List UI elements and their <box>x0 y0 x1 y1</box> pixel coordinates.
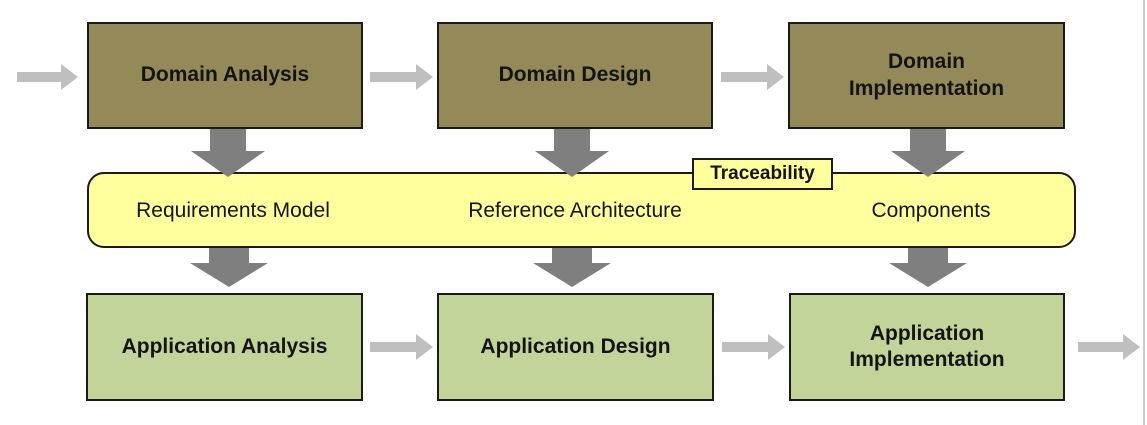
down-arrow-reference-architecture-icon <box>533 246 611 287</box>
down-arrow-domain-implementation-icon <box>891 129 965 177</box>
domain-design-label: Domain Design <box>498 63 652 87</box>
reference-architecture-label: Reference Architecture <box>468 199 682 222</box>
down-arrow-requirements-model-icon <box>190 246 268 287</box>
application-implementation-box: Application Implementation <box>789 293 1065 401</box>
domain-design-box: Domain Design <box>437 22 713 129</box>
domain-analysis-box: Domain Analysis <box>87 22 363 129</box>
application-implementation-label: Application Implementation <box>849 321 1005 371</box>
domain-implementation-box: Domain Implementation <box>788 22 1065 129</box>
domain-analysis-label: Domain Analysis <box>140 63 310 87</box>
page-edge-line <box>1143 0 1145 425</box>
application-analysis-label: Application Analysis <box>121 334 328 358</box>
domain-implementation-label: Domain Implementation <box>848 50 1005 100</box>
components-label: Components <box>871 199 991 222</box>
requirements-model-label: Requirements Model <box>136 199 330 222</box>
down-arrow-domain-analysis-icon <box>191 129 265 177</box>
flow-arrow-application-design-to-implementation-icon <box>722 334 785 360</box>
traceability-label: Traceability <box>710 163 815 184</box>
down-arrow-domain-design-icon <box>535 129 609 177</box>
down-arrow-components-icon <box>889 246 967 287</box>
flow-arrow-domain-analysis-to-design-icon <box>370 64 433 90</box>
application-analysis-box: Application Analysis <box>86 293 363 401</box>
application-design-box: Application Design <box>437 293 714 401</box>
application-design-label: Application Design <box>480 334 671 358</box>
flow-arrow-entry-icon <box>17 64 78 90</box>
flow-arrow-domain-design-to-implementation-icon <box>721 64 784 90</box>
flow-arrow-application-analysis-to-design-icon <box>370 334 433 360</box>
flow-arrow-exit-icon <box>1078 334 1140 360</box>
traceability-tag: Traceability <box>692 158 833 190</box>
